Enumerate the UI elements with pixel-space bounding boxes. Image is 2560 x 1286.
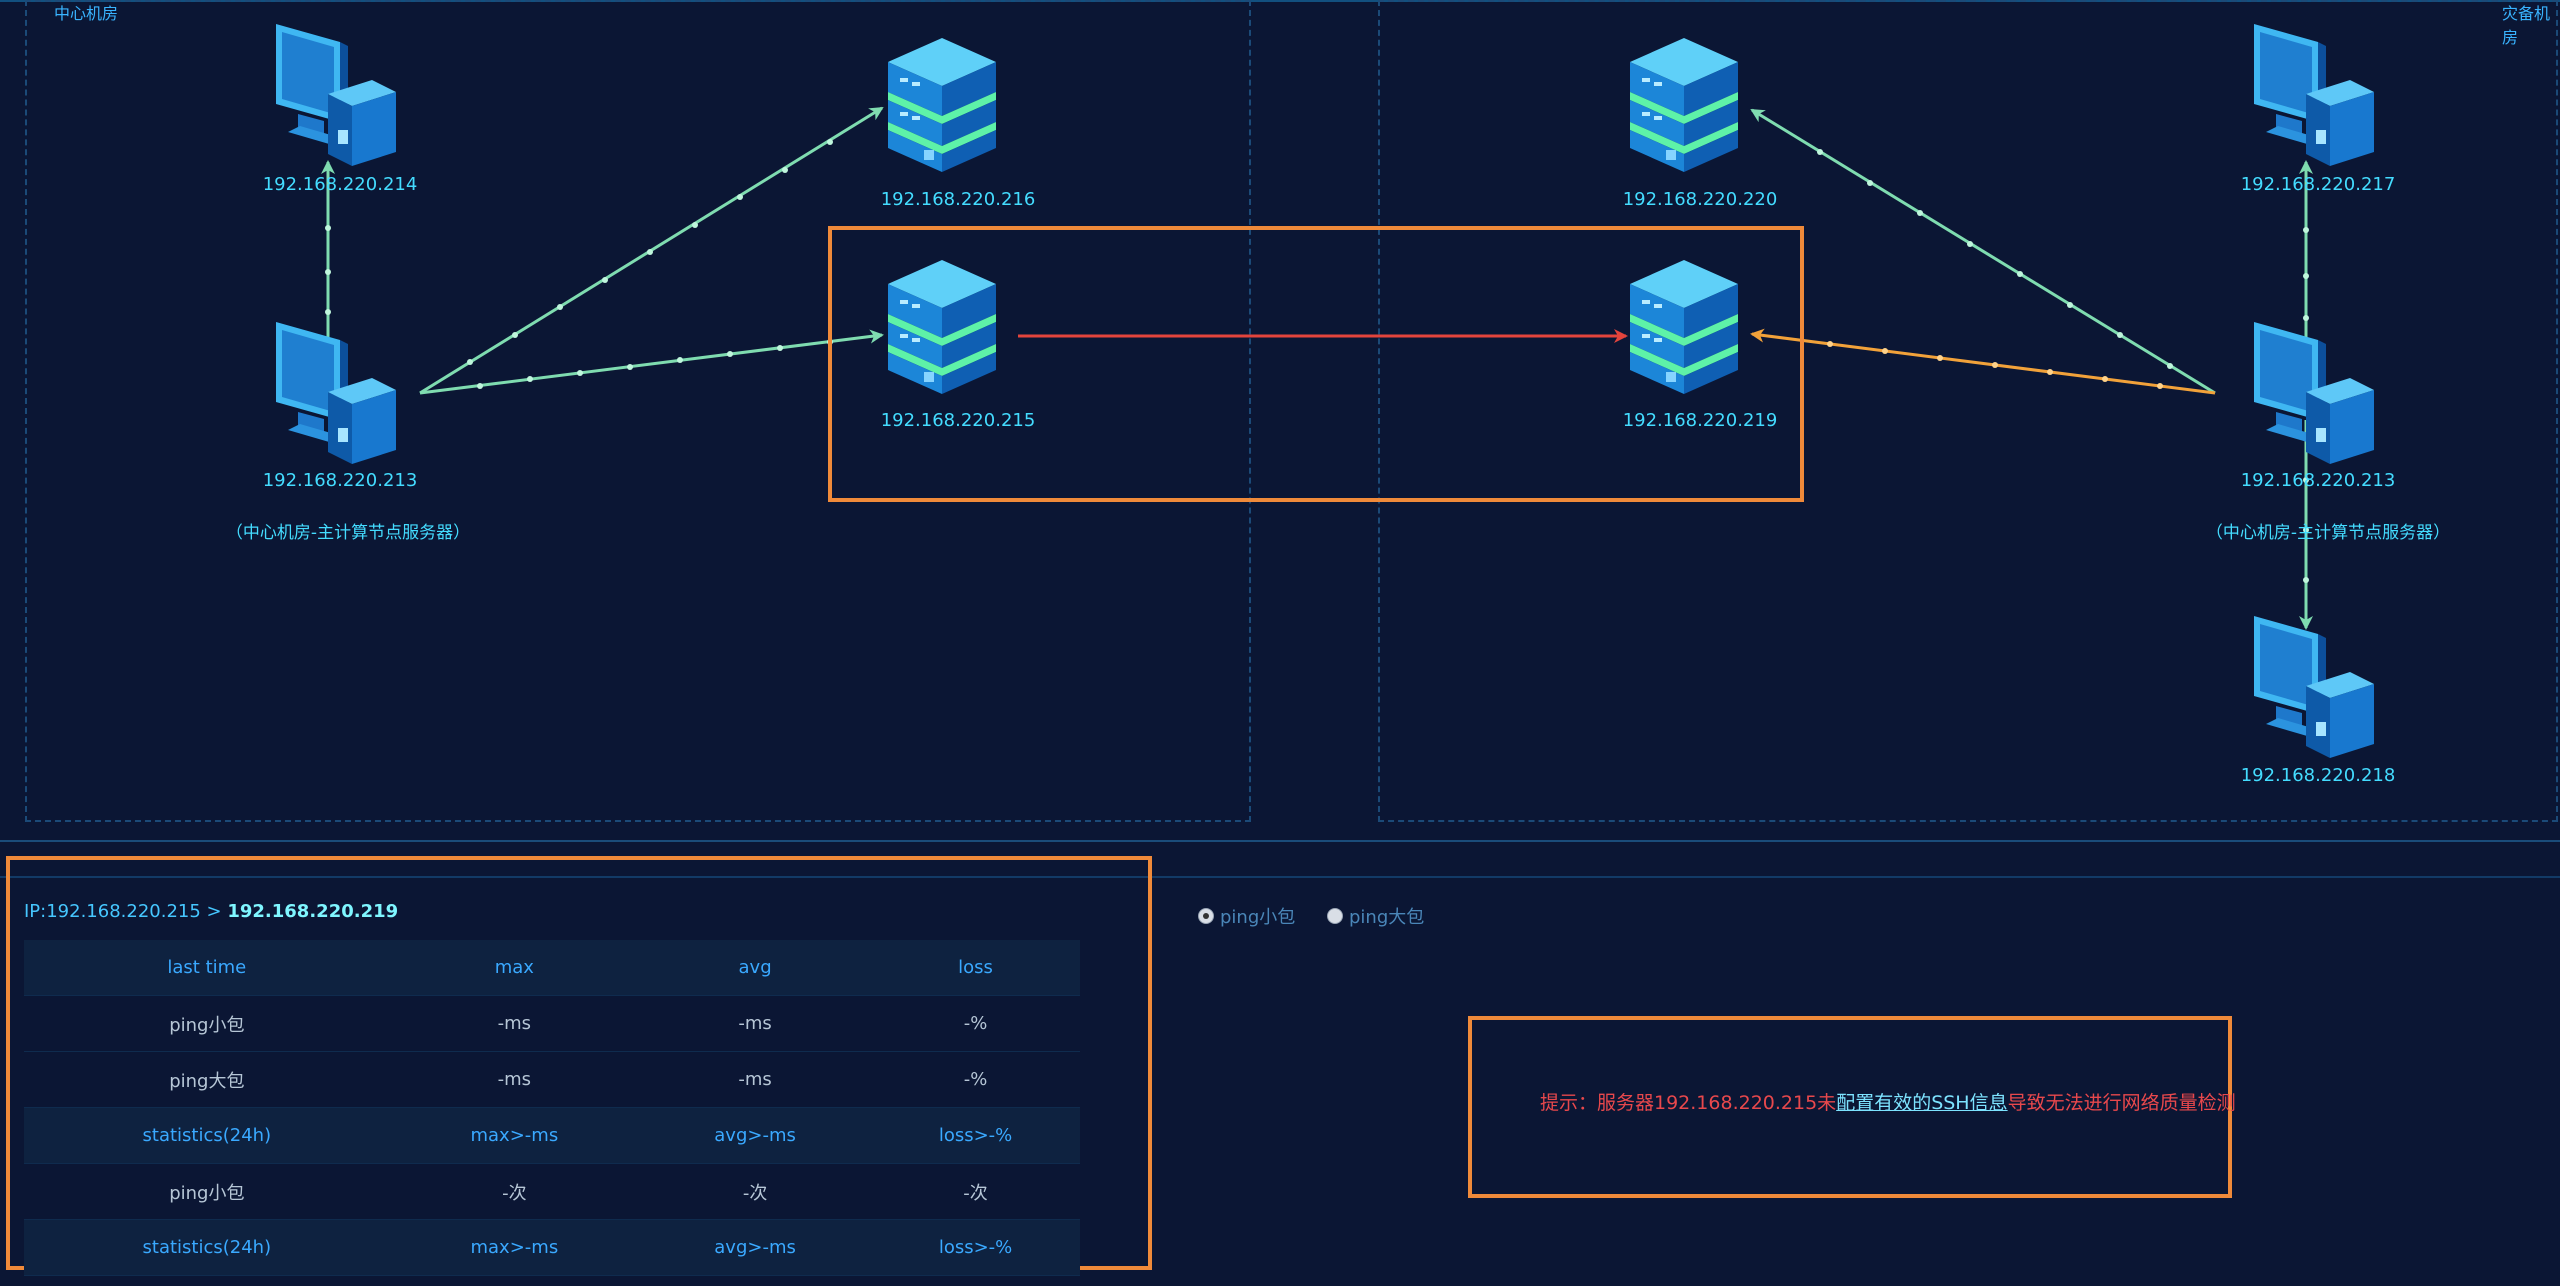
table-cell: avg [639,940,872,996]
zone-backup-label: 灾备机房 [2502,4,2551,47]
radio-dot-small[interactable] [1198,908,1214,924]
zone-center-label: 中心机房 [54,4,119,23]
radio-large-label: ping大包 [1349,907,1425,928]
table-cell: last time [24,940,390,996]
ip-target: 192.168.220.219 [227,901,399,922]
table-cell: ping大包 [24,1051,390,1108]
table-cell: -次 [389,1163,640,1220]
table-cell: -% [871,995,1080,1052]
desktop-computer-icon [2254,322,2374,464]
table-row: ping小包-次-次-次 [24,1163,1080,1220]
radio-ping-small[interactable]: ping小包 [1198,903,1295,929]
table-cell: ping小包 [24,995,390,1052]
node-213-right[interactable] [2246,322,2378,476]
table-cell: -ms [389,995,640,1052]
node-220-label: 192.168.220.220 [1622,189,1778,210]
table-cell: -% [871,1051,1080,1108]
hint-message: 提示：服务器192.168.220.215未配置有效的SSH信息导致无法进行网络… [1540,1088,2236,1115]
node-220[interactable] [1628,38,1740,178]
table-cell: max [389,940,640,996]
node-213-left[interactable] [268,322,400,476]
zone-backup [1378,0,2558,822]
node-213-left-role: （中心机房-主计算节点服务器） [225,523,471,543]
table-cell: max>-ms [389,1107,640,1164]
link-213r-219 [1750,328,2216,395]
node-213-right-label: 192.168.220.213 [2240,470,2396,491]
table-cell: -次 [871,1163,1080,1220]
zone-center [25,0,1251,822]
table-cell: ping小包 [24,1163,390,1220]
node-219-label: 192.168.220.219 [1622,410,1778,431]
table-row: ping小包-ms-ms-% [24,995,1080,1052]
table-cell: max>-ms [389,1219,640,1276]
radio-ping-large[interactable]: ping大包 [1327,903,1424,929]
section-divider [0,876,2560,878]
table-cell: statistics(24h) [24,1219,390,1276]
hint-box [1468,1016,2232,1198]
link-213r-220 [1750,108,2216,395]
table-cell: -ms [639,995,872,1052]
node-217[interactable] [2246,24,2378,178]
node-215[interactable] [886,260,998,400]
node-218-label: 192.168.220.218 [2240,765,2396,786]
node-219[interactable] [1628,260,1740,400]
ping-type-radio-group: ping小包 ping大包 [1198,903,1450,929]
desktop-computer-icon [276,24,396,166]
server-stack-icon [888,38,996,172]
table-cell: avg>-ms [639,1219,872,1276]
table-cell: -次 [639,1163,872,1220]
server-stack-icon [1630,38,1738,172]
radio-small-label: ping小包 [1220,907,1296,928]
desktop-computer-icon [2254,616,2374,758]
table-cell: avg>-ms [639,1107,872,1164]
table-cell: -ms [639,1051,872,1108]
ip-source: IP:192.168.220.215 > [24,901,228,922]
node-216-label: 192.168.220.216 [880,189,1036,210]
table-cell: loss [871,940,1080,996]
table-row: ping大包-ms-ms-% [24,1051,1080,1108]
hint-prefix: 提示：服务器192.168.220.215未 [1540,1092,1837,1114]
link-213-215 [419,329,884,395]
topology-panel [0,0,2560,842]
node-217-label: 192.168.220.217 [2240,174,2396,195]
server-stack-icon [888,260,996,394]
desktop-computer-icon [276,322,396,464]
server-stack-icon [1630,260,1738,394]
node-215-label: 192.168.220.215 [880,410,1036,431]
node-214-label: 192.168.220.214 [262,174,418,195]
table-cell: loss>-% [871,1107,1080,1164]
hint-suffix: 导致无法进行网络质量检测 [2007,1092,2236,1114]
desktop-computer-icon [2254,24,2374,166]
table-cell: statistics(24h) [24,1107,390,1164]
ip-pair-line: IP:192.168.220.215 > 192.168.220.219 [24,901,398,922]
node-218[interactable] [2246,616,2378,770]
selected-link-highlight [828,226,1804,502]
topology-links [321,106,2313,630]
radio-dot-large[interactable] [1327,908,1343,924]
node-213-right-role: （中心机房-主计算节点服务器） [2205,523,2451,543]
ssh-config-link[interactable]: 配置有效的SSH信息 [1836,1092,2008,1114]
table-cell: -ms [389,1051,640,1108]
node-216[interactable] [886,38,998,178]
node-213-left-label: 192.168.220.213 [262,470,418,491]
node-214[interactable] [268,24,400,178]
table-cell: loss>-% [871,1219,1080,1276]
